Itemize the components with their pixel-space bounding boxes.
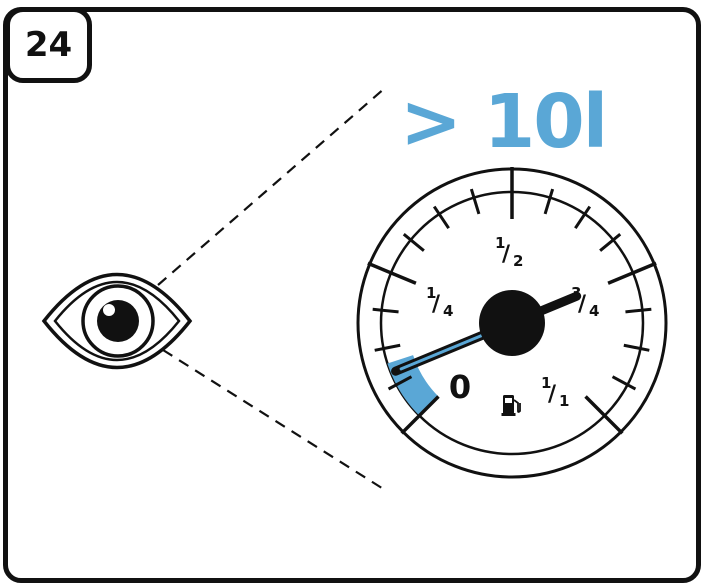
step-number-badge: 24 <box>5 7 92 83</box>
fuel-amount-callout: > 10l <box>400 79 606 165</box>
major-tick <box>400 395 440 435</box>
svg-text:4: 4 <box>589 302 599 320</box>
needle-hub <box>479 290 545 356</box>
minor-tick <box>469 188 481 215</box>
minor-tick <box>372 307 399 314</box>
fuel-pump-icon <box>501 395 521 416</box>
svg-text:2: 2 <box>513 252 523 270</box>
label-empty: 0 <box>449 368 471 406</box>
label-half: 1 / 2 <box>495 234 523 270</box>
gauge-ticks <box>367 167 657 435</box>
major-tick <box>584 395 624 435</box>
minor-tick <box>543 188 555 215</box>
major-tick <box>367 261 417 285</box>
fuel-gauge: 0 1 / 4 1 / 2 3 / 4 1 / 1 <box>356 167 668 479</box>
minor-tick <box>374 343 401 352</box>
svg-text:1: 1 <box>559 392 569 410</box>
svg-text:1: 1 <box>495 234 505 252</box>
svg-text:/: / <box>432 292 441 317</box>
eye-icon <box>41 272 193 370</box>
step-number: 24 <box>24 25 73 65</box>
svg-text:/: / <box>578 292 587 317</box>
svg-text:/: / <box>502 242 511 267</box>
svg-text:1: 1 <box>541 374 551 392</box>
sight-line-upper <box>157 87 386 286</box>
minor-tick <box>432 205 450 230</box>
svg-text:4: 4 <box>443 302 453 320</box>
svg-text:1: 1 <box>426 284 436 302</box>
sight-lines <box>157 87 386 491</box>
minor-tick <box>611 375 637 391</box>
label-full: 1 / 1 <box>541 374 569 410</box>
minor-tick <box>623 343 650 352</box>
minor-tick <box>599 233 622 252</box>
label-quarter: 1 / 4 <box>426 284 453 320</box>
minor-tick <box>402 233 425 252</box>
svg-text:/: / <box>548 382 557 407</box>
minor-tick <box>574 205 592 230</box>
minor-tick <box>387 375 413 391</box>
minor-tick <box>625 307 652 314</box>
major-tick <box>607 261 657 285</box>
sight-line-lower <box>162 349 386 491</box>
